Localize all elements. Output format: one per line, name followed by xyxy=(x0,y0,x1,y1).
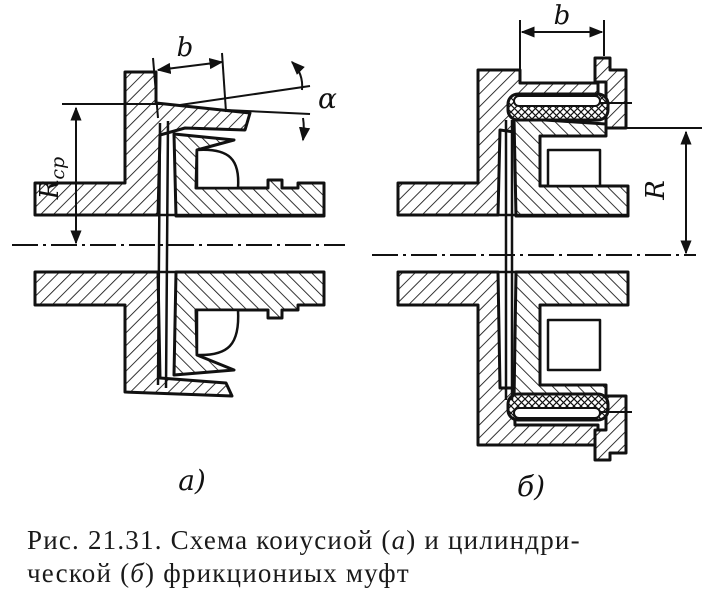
caption-line-1: Рис. 21.31. Схема коиусиой (а) и цилиндр… xyxy=(27,525,581,555)
cylinder-left-half-lower xyxy=(396,270,600,447)
caption-line-2: ческой (б) фрикциониых муфт xyxy=(27,558,410,588)
cone-radius-dimension xyxy=(62,103,160,245)
cylinder-coupling-drawing xyxy=(396,56,630,462)
cylinder-width-label: b xyxy=(554,1,571,31)
cone-right-half-lower xyxy=(172,270,326,377)
cone-friction-lining xyxy=(156,120,170,389)
cylinder-radius-label: R xyxy=(641,180,671,201)
cone-sublabel: а) xyxy=(178,464,206,497)
cylinder-sublabel: б) xyxy=(517,470,545,503)
cone-width-label: b xyxy=(177,33,194,63)
cone-angle-label: α xyxy=(318,82,337,115)
cone-angle-dimension xyxy=(179,61,311,142)
cylinder-width-dimension xyxy=(519,20,605,80)
cylinder-radius-dimension xyxy=(626,127,702,255)
figure-caption: Рис. 21.31. Схема коиусиой (а) и цилиндр… xyxy=(27,524,717,590)
cone-coupling-drawing xyxy=(33,70,326,398)
cone-radius-label: Rср xyxy=(35,157,69,200)
cone-width-dimension xyxy=(152,52,227,119)
